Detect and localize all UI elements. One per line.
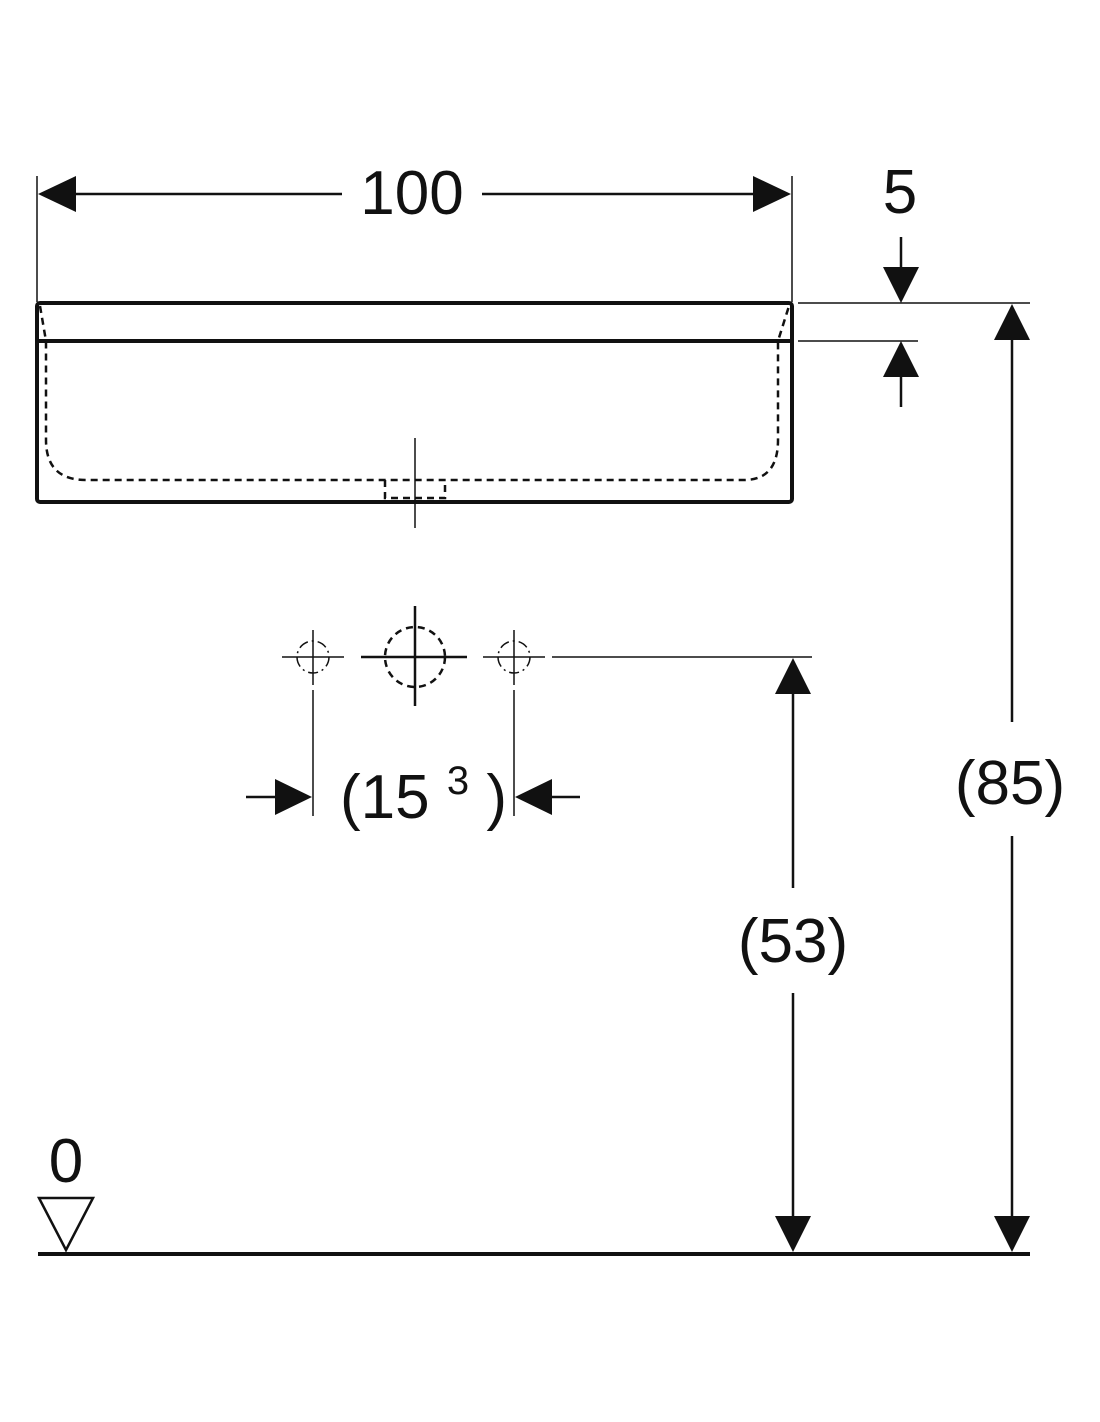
right-tap-hole <box>483 630 545 685</box>
arrow-left-icon <box>515 779 552 815</box>
left-tap-hole <box>282 630 344 685</box>
floor-level-triangle-icon <box>36 1196 96 1253</box>
rim-height-label: (85) <box>955 749 1065 818</box>
tap-height-label: (53) <box>738 907 848 976</box>
spacing-label-main: (15 <box>340 763 430 832</box>
arrow-right-icon <box>753 176 791 212</box>
arrow-right-icon <box>275 779 312 815</box>
center-tap-hole <box>361 606 467 706</box>
floor-label: 0 <box>49 1127 83 1196</box>
arrow-up-icon <box>994 304 1030 340</box>
floor-reference: 0 <box>36 1127 1030 1256</box>
spacing-label: (15 3 ) <box>340 739 507 832</box>
arrow-down-icon <box>775 1216 811 1252</box>
arrow-left-icon <box>38 176 76 212</box>
width-dimension: 100 <box>36 159 793 302</box>
arrow-down-icon <box>994 1216 1030 1252</box>
tap-holes <box>282 606 545 706</box>
rim-thickness-dimension: 5 <box>883 158 919 407</box>
spacing-label-sup: 3 <box>447 759 469 803</box>
arrow-up-icon <box>775 658 811 694</box>
rim-height-dimension: (85) <box>798 302 1065 1252</box>
spacing-label-close: ) <box>486 763 507 832</box>
tap-height-dimension: (53) <box>552 656 848 1252</box>
tap-spacing-dimension: (15 3 ) <box>246 690 580 832</box>
basin-elevation <box>35 301 794 528</box>
rim-thickness-label: 5 <box>883 158 917 227</box>
arrow-up-icon <box>883 341 919 377</box>
width-label: 100 <box>360 159 463 228</box>
arrow-down-icon <box>883 267 919 303</box>
